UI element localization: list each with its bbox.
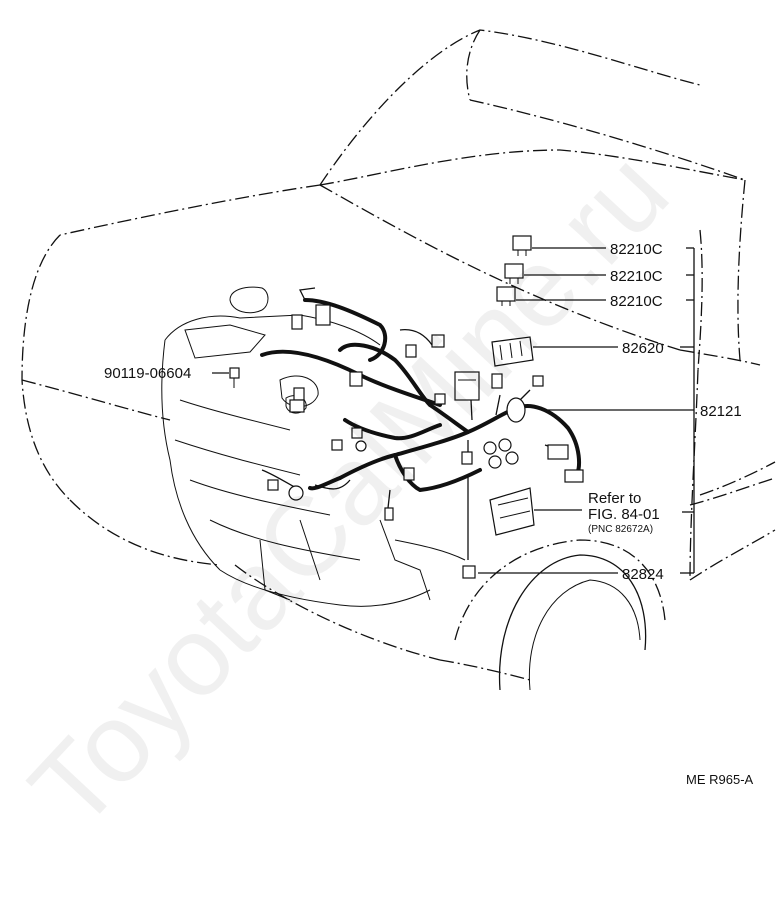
label-relay-1: 82210C xyxy=(610,241,663,258)
label-harness: 82121 xyxy=(700,403,742,420)
label-relay-block: 82620 xyxy=(622,340,664,357)
label-refer-line-1: Refer to xyxy=(588,490,641,507)
label-relay-2: 82210C xyxy=(610,268,663,285)
diagram-code: ME R965-A xyxy=(686,772,754,787)
callout-labels: 82210C 82210C 82210C 82620 82121 Refer t… xyxy=(104,241,754,787)
label-clamp: 82824 xyxy=(622,566,664,583)
label-relay-3: 82210C xyxy=(610,293,663,310)
label-refer-line-3: (PNC 82672A) xyxy=(588,524,653,535)
wiring-harness xyxy=(260,287,584,560)
engine-block xyxy=(161,286,466,607)
car-body-outline xyxy=(21,29,776,691)
leader-lines xyxy=(212,247,695,574)
label-refer-line-2: FIG. 84-01 xyxy=(588,506,660,523)
relay-parts xyxy=(229,235,534,579)
label-bolt: 90119-06604 xyxy=(104,365,191,382)
